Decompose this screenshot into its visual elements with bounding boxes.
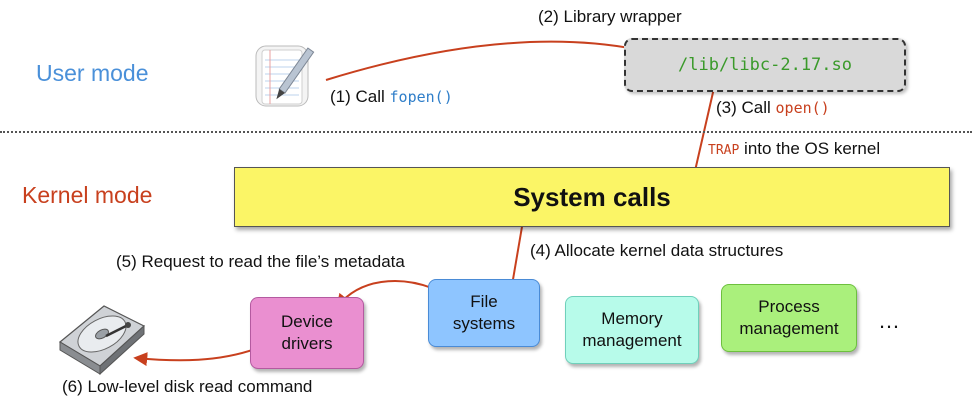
device-drivers-box: Device drivers [250,297,364,369]
device-drivers-label: Device drivers [281,312,333,353]
step-5-label: (5) Request to read the file’s metadata [116,252,405,271]
step-3-label: (3) Call open() [716,98,830,118]
arrow-fopen-to-libc [325,40,643,81]
process-management-box: Process management [721,284,857,352]
textedit-app-icon [255,45,315,107]
step-2-label: (2) Library wrapper [538,7,682,26]
more-modules-ellipsis: … [878,308,900,333]
memory-management-box: Memory management [565,296,699,364]
kernel-mode-label: Kernel mode [22,182,153,208]
trap-code: TRAP [708,143,740,158]
file-systems-label: File systems [452,292,516,333]
user-mode-label: User mode [36,60,149,86]
hard-disk-icon [58,305,146,376]
step-6-label: (6) Low-level disk read command [62,377,313,396]
step-1-text: (1) Call [330,87,385,106]
arrow-drivers-to-disk [133,347,259,367]
open-code: open() [775,99,830,117]
system-calls-box: System calls [234,167,950,227]
file-systems-box: File systems [428,279,540,347]
fopen-code: fopen() [389,88,453,106]
memory-management-label: Memory management [582,309,682,350]
trap-text: into the OS kernel [744,139,881,158]
step-4-label: (4) Allocate kernel data structures [530,241,784,260]
step-3-text: (3) Call [716,98,771,117]
system-calls-label: System calls [513,181,671,212]
process-management-label: Process management [739,297,839,338]
step-1-label: (1) Call fopen() [330,87,453,107]
libc-box: /lib/libc-2.17.so [624,38,906,92]
libc-path: /lib/libc-2.17.so [678,55,852,75]
mode-divider [0,131,972,133]
trap-label: TRAP into the OS kernel [708,139,880,159]
